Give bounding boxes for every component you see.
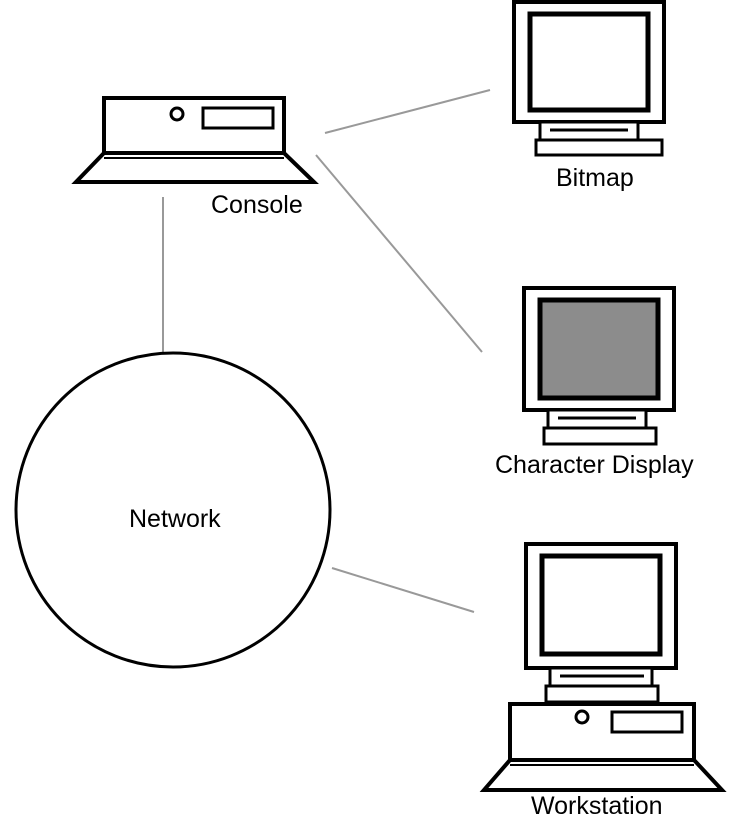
edge-console-bitmap: [324, 89, 491, 134]
edge-console-character-display: [315, 154, 483, 353]
character-display-monitor-icon: [522, 286, 676, 446]
console-icon: [71, 96, 319, 184]
bitmap-monitor-icon: [512, 0, 666, 157]
network-label: Network: [129, 505, 221, 533]
bitmap-label: Bitmap: [556, 164, 634, 192]
character-display-label: Character Display: [495, 451, 694, 479]
network-node: [14, 351, 332, 669]
workstation-icon: [479, 542, 727, 792]
workstation-label: Workstation: [531, 792, 663, 820]
console-label: Console: [211, 191, 303, 219]
edge-network-workstation: [331, 567, 475, 613]
